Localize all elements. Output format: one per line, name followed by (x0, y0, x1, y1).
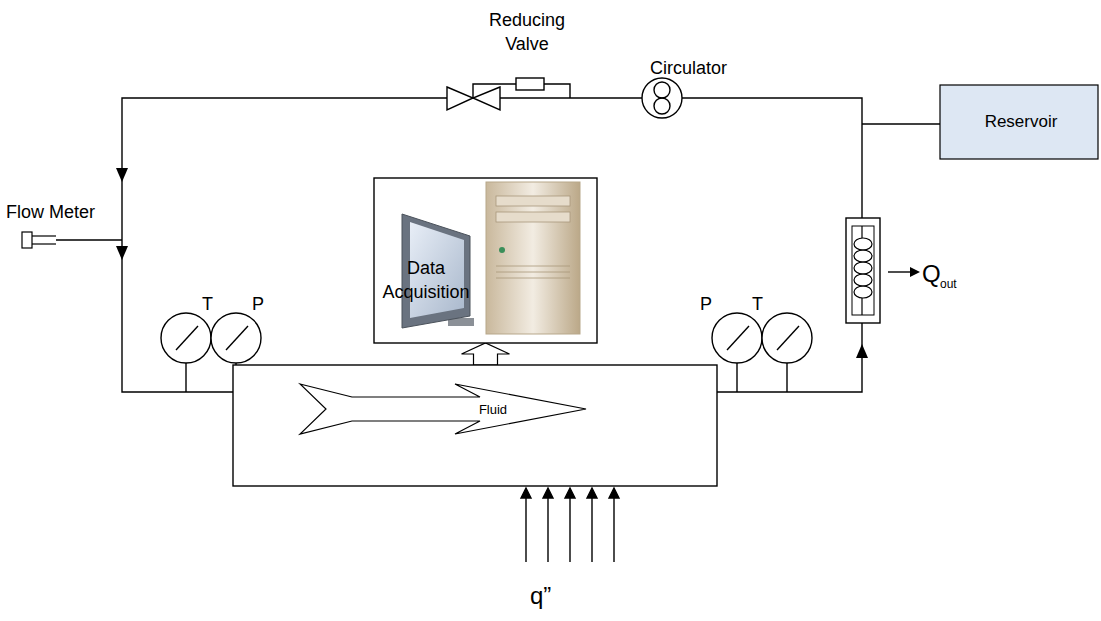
gauge-stem (736, 363, 737, 392)
heat-exchanger (846, 218, 880, 323)
gauge-stem (786, 363, 787, 392)
valve-symbol (447, 87, 473, 110)
circulator-symbol (654, 82, 670, 98)
gauge-needle (777, 326, 799, 350)
label: Circulator (650, 56, 727, 80)
label: T (202, 292, 213, 316)
flow-arrowhead (116, 246, 128, 260)
label: Q (922, 258, 941, 290)
heat-out-arrow (888, 271, 912, 272)
test-section: Fluid (233, 365, 717, 486)
circulator-symbol (642, 78, 682, 118)
gauge (211, 313, 261, 363)
reservoir-box: Reservoir (940, 85, 1101, 159)
pilot-box (516, 78, 544, 90)
label: out (940, 276, 957, 292)
test-section (233, 365, 717, 486)
pipe (500, 97, 642, 98)
label: q” (530, 580, 551, 612)
pipe (56, 239, 122, 240)
heat-flux-arrows (521, 488, 619, 562)
label: Reducing Valve (477, 8, 577, 57)
gauge (712, 313, 762, 363)
pipe (682, 98, 862, 218)
node-text: Fluid (468, 401, 518, 419)
gauge-needle (176, 326, 198, 350)
coil (854, 226, 872, 315)
heat-out-arrow (910, 267, 920, 277)
flow-arrowhead (856, 344, 868, 358)
label: Flow Meter (6, 200, 95, 224)
node-text: Data Acquisition (376, 256, 476, 305)
gauge-needle (226, 326, 248, 350)
pipe (862, 123, 940, 124)
bypass-pipe (544, 84, 570, 98)
label: P (252, 292, 264, 316)
heat-exchanger (852, 226, 874, 315)
gauge-needle (727, 326, 749, 350)
flow-arrowhead (116, 168, 128, 182)
valve-symbol (473, 87, 500, 110)
fluid-arrow (300, 384, 586, 434)
label: T (752, 292, 763, 316)
daq-box: Data Acquisition (374, 178, 597, 343)
gauge (161, 313, 211, 363)
data-arrow (462, 343, 510, 365)
label: P (700, 292, 712, 316)
gauge (762, 313, 812, 363)
circulator-symbol (654, 98, 670, 114)
flow-meter-symbol (22, 232, 56, 248)
daq-box (374, 178, 597, 343)
gauge-stem (185, 363, 186, 392)
node-text: Reservoir (940, 111, 1101, 134)
